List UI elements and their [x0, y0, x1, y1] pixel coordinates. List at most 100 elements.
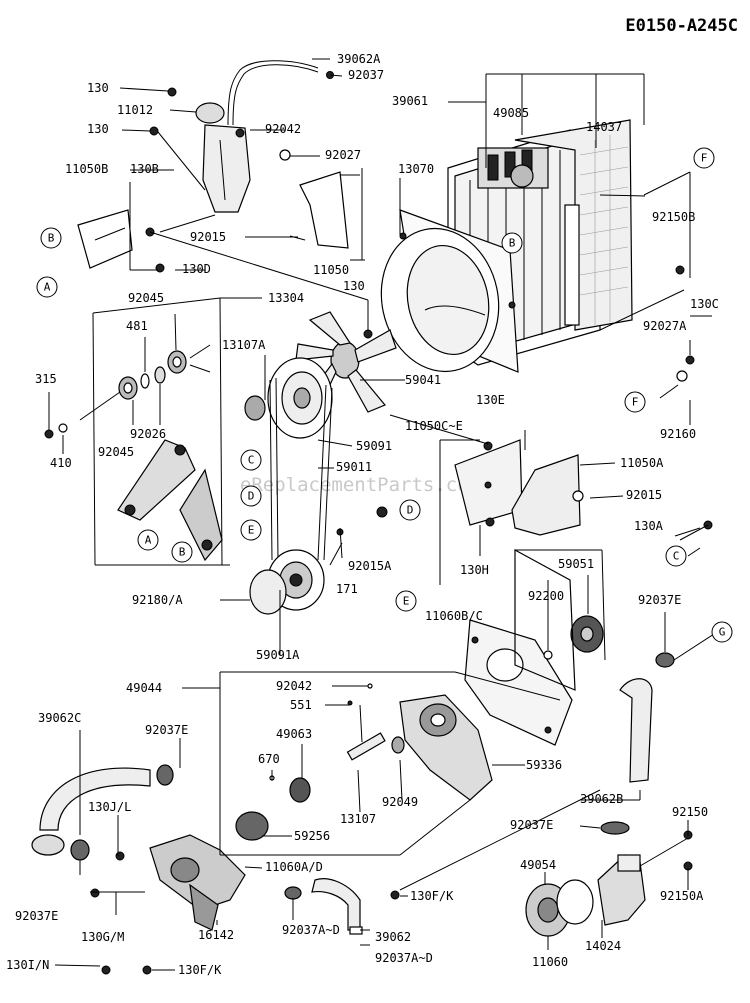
part-label: 92015A	[348, 559, 392, 573]
part-label: 59336	[526, 758, 562, 772]
part-label: 39062C	[38, 711, 81, 725]
part-label: 130F/K	[410, 889, 454, 903]
svg-text:E: E	[403, 595, 410, 608]
part-labels: 39062A 92037 39061 49085 14037 130 11012…	[6, 52, 719, 977]
part-label: 92015	[190, 230, 226, 244]
svg-text:A: A	[44, 281, 51, 294]
part-label: 16142	[198, 928, 234, 942]
thermostat-housing-drawing	[149, 834, 246, 931]
part-label: 14037	[586, 120, 622, 134]
support-bracket-drawing	[454, 439, 584, 536]
part-label: 551	[290, 698, 312, 712]
part-label: 130G/M	[81, 930, 124, 944]
svg-text:D: D	[248, 490, 255, 503]
part-label: 410	[50, 456, 72, 470]
alternator-bracket-drawing	[117, 395, 266, 562]
part-label: 92045	[98, 445, 134, 459]
part-label: 130A	[634, 519, 664, 533]
part-label: 11050C~E	[405, 419, 463, 433]
part-label: 59051	[558, 557, 594, 571]
part-label: 13107	[340, 812, 376, 826]
part-label: 171	[336, 582, 358, 596]
svg-text:C: C	[248, 454, 255, 467]
part-label: 59256	[294, 829, 330, 843]
part-label: 130E	[476, 393, 505, 407]
part-label: 59011	[336, 460, 372, 474]
part-label: 130F/K	[178, 963, 222, 977]
part-label: 13070	[398, 162, 434, 176]
part-label: 92150B	[652, 210, 695, 224]
svg-text:B: B	[179, 546, 186, 559]
part-label: 92037	[348, 68, 384, 82]
fan-shroud-drawing	[380, 209, 519, 373]
leader-lines	[48, 58, 715, 971]
part-label: 92150A	[660, 889, 704, 903]
belt-pulley-drawing	[249, 357, 333, 615]
part-label: 92015	[626, 488, 662, 502]
part-label: 11050A	[620, 456, 664, 470]
part-label: 11012	[117, 103, 153, 117]
part-label: 39062A	[337, 52, 381, 66]
reservoir-tank-drawing	[195, 60, 319, 213]
part-label: 11060B/C	[425, 609, 483, 623]
radiator-screen-hatch	[579, 135, 629, 325]
part-label: 92180/A	[132, 593, 183, 607]
part-label: 39061	[392, 94, 428, 108]
part-label: 11050	[313, 263, 349, 277]
part-label: 11060	[532, 955, 568, 969]
part-label: 92027A	[643, 319, 687, 333]
part-label: 92042	[276, 679, 312, 693]
svg-text:F: F	[632, 396, 639, 409]
svg-text:G: G	[719, 626, 726, 639]
part-label: 130	[343, 279, 365, 293]
part-label: 92049	[382, 795, 418, 809]
part-label: 92027	[325, 148, 361, 162]
svg-text:B: B	[509, 237, 516, 250]
part-label: 130C	[690, 297, 719, 311]
part-label: 130B	[130, 162, 159, 176]
part-label: 92037A~D	[282, 923, 340, 937]
part-label: 59091	[356, 439, 392, 453]
part-label: 11050B	[65, 162, 108, 176]
ref-markers: F B A B F C D E A B D E C G	[36, 147, 733, 643]
part-label: 130D	[182, 262, 211, 276]
part-label: 49054	[520, 858, 556, 872]
part-label: 130	[87, 122, 109, 136]
part-label: 92026	[130, 427, 166, 441]
part-label: 49085	[493, 106, 529, 120]
part-label: 39062B	[580, 792, 623, 806]
part-label: 481	[126, 319, 148, 333]
svg-text:F: F	[701, 152, 708, 165]
part-label: 92045	[128, 291, 164, 305]
svg-text:B: B	[48, 232, 55, 245]
svg-text:A: A	[145, 534, 152, 547]
part-label: 130	[87, 81, 109, 95]
part-label: 92160	[660, 427, 696, 441]
part-label: 315	[35, 372, 57, 386]
bolt-drawings	[90, 71, 713, 975]
part-label: 130J/L	[88, 800, 131, 814]
part-label: 49063	[276, 727, 312, 741]
part-label: 39062	[375, 930, 411, 944]
part-label: 130I/N	[6, 958, 49, 972]
part-label: 11060A/D	[265, 860, 323, 874]
part-label: 130H	[460, 563, 489, 577]
part-label: 92037A~D	[375, 951, 433, 965]
part-label: 92042	[265, 122, 301, 136]
hose-drawing	[31, 652, 675, 935]
svg-text:E: E	[248, 524, 255, 537]
part-label: 92037E	[15, 909, 58, 923]
part-label: 92037E	[145, 723, 188, 737]
part-label: 13107A	[222, 338, 266, 352]
part-label: 92037E	[510, 818, 553, 832]
part-label: 59091A	[256, 648, 300, 662]
svg-text:C: C	[673, 550, 680, 563]
part-label: 49044	[126, 681, 162, 695]
part-label: 92200	[528, 589, 564, 603]
part-label: 13304	[268, 291, 304, 305]
svg-text:D: D	[407, 504, 414, 517]
lower-housing-drawing	[525, 854, 646, 937]
part-label: 92150	[672, 805, 708, 819]
part-label: 14024	[585, 939, 621, 953]
